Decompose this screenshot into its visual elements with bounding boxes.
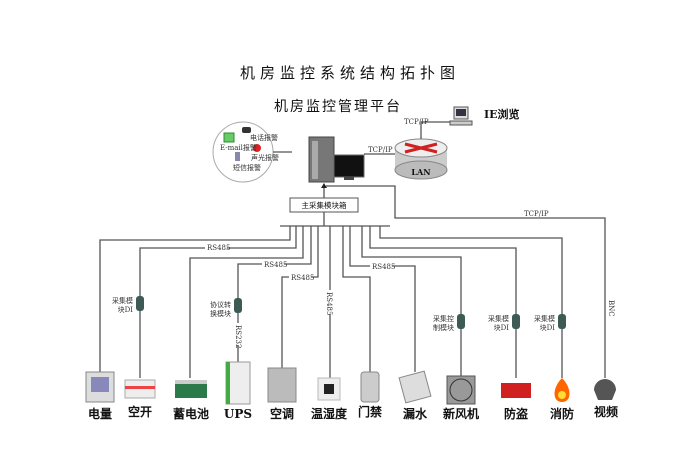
access-control-icon xyxy=(360,371,380,403)
device-label: 门禁 xyxy=(358,404,382,419)
link-label: RS485 xyxy=(291,274,314,282)
link-label: RS485 xyxy=(207,244,230,252)
alarm-label: 电话报警 xyxy=(250,133,278,142)
device-label: 消防 xyxy=(550,406,574,421)
device-label: 漏水 xyxy=(403,406,428,421)
device-label: UPS xyxy=(224,407,252,421)
module-label: 制模块 xyxy=(433,323,454,332)
module-label: 采集模 xyxy=(534,314,555,323)
device-label: 电量 xyxy=(88,406,112,421)
alarm-label: 短信报警 xyxy=(233,163,261,172)
water-leak-icon xyxy=(398,370,432,404)
module-icons xyxy=(136,296,566,329)
device-label: 温湿度 xyxy=(311,406,348,421)
link-label: TCP/IP xyxy=(404,118,429,126)
phone-icon xyxy=(242,127,251,133)
module-label: 换模块 xyxy=(210,309,231,318)
module-label: 采集控 xyxy=(433,314,454,323)
main-box-label: 主采集模块箱 xyxy=(302,200,347,210)
module-label: 块DI xyxy=(494,323,510,332)
alarm-label: 声光报警 xyxy=(251,153,279,162)
server-icon xyxy=(308,136,365,183)
device-label: 防盗 xyxy=(504,406,528,421)
module-label: 块DI xyxy=(540,323,556,332)
fan-icon xyxy=(446,375,476,405)
mobile-icon xyxy=(235,152,240,161)
siren-icon xyxy=(253,144,261,152)
alarm-group: 电话报警 E-mail报警 声光报警 短信报警 xyxy=(212,121,279,183)
battery-icon xyxy=(175,380,207,398)
module-label: 块DI xyxy=(118,305,134,314)
diagram-title: 机房监控系统结构拓扑图 xyxy=(240,64,460,82)
ie-browse-label: IE浏览 xyxy=(484,107,520,121)
platform-title: 机房监控管理平台 xyxy=(274,99,402,115)
link-label: RS232 xyxy=(234,325,242,348)
email-alarm-icon xyxy=(223,132,235,143)
device-label: 视频 xyxy=(594,404,618,419)
link-label: RS485 xyxy=(372,263,395,271)
lan-label: LAN xyxy=(411,167,430,177)
alarm-light-icon xyxy=(501,383,531,398)
air-conditioner-icon xyxy=(267,367,297,403)
link-label: BNC xyxy=(607,300,615,317)
link-label: RS485 xyxy=(264,261,287,269)
device-label: 新风机 xyxy=(443,406,479,421)
lan-router-icon: LAN xyxy=(394,138,448,180)
link-label: TCP/IP xyxy=(524,210,549,218)
device-label: 空开 xyxy=(128,404,152,419)
device-label: 空调 xyxy=(270,406,294,421)
module-label: 采集模 xyxy=(488,314,509,323)
link-label: RS485 xyxy=(325,292,333,315)
alarm-label: E-mail报警 xyxy=(220,143,257,152)
module-label: 协议转 xyxy=(210,300,231,309)
device-label: 蓄电池 xyxy=(173,406,209,421)
link-label: TCP/IP xyxy=(368,146,393,154)
camera-icon xyxy=(594,379,616,400)
module-label: 采集模 xyxy=(112,296,133,305)
device-icons xyxy=(85,361,616,405)
pc-icon xyxy=(449,106,473,126)
